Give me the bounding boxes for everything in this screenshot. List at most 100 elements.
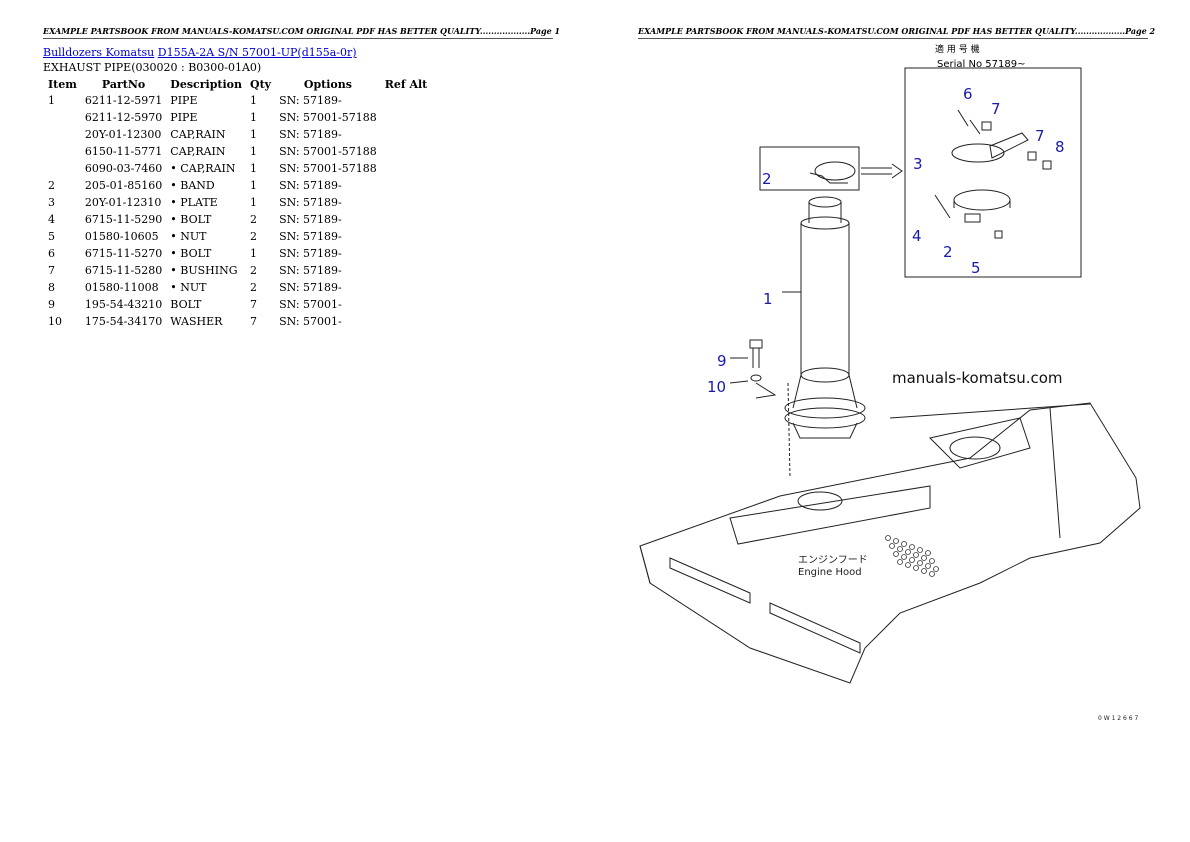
- cell-description: PIPE: [170, 94, 198, 107]
- col-header-description: Description: [170, 77, 242, 91]
- cell-partno: 01580-10605: [84, 230, 159, 243]
- cell-options: SN: 57189-: [279, 230, 342, 243]
- callout-5: 5: [971, 259, 981, 277]
- cell-partno: 01580-11008: [84, 281, 159, 294]
- engine-hood-outline: [639, 402, 1141, 684]
- cell-qty: 2: [250, 213, 257, 226]
- col-header-item: Item: [48, 77, 77, 91]
- cell-options: SN: 57001-57188: [279, 111, 377, 124]
- cell-description: • NUT: [170, 281, 207, 294]
- cap-callout-box: [759, 146, 860, 191]
- pipe-flange: [784, 397, 866, 419]
- cell-partno: 195-54-43210: [84, 298, 163, 311]
- inset-box: [904, 67, 1082, 278]
- cell-qty: 1: [250, 247, 257, 260]
- cell-item: [44, 143, 81, 160]
- cell-options: SN: 57001-57188: [279, 162, 377, 175]
- breadcrumb-link-category[interactable]: Bulldozers Komatsu: [43, 46, 155, 59]
- cell-ref-alt: [381, 262, 432, 279]
- parts-diagram-svg: 適 用 号 機 Serial No 57189~ 1 2 2 3 4 5 6 7…: [639, 43, 1141, 722]
- cell-item: [44, 109, 81, 126]
- pipe-top: [808, 196, 842, 208]
- col-header-partno: PartNo: [101, 77, 146, 91]
- cell-partno: 6150-11-5771: [84, 145, 163, 158]
- callout-2-left: 2: [762, 170, 772, 188]
- cell-qty: 1: [250, 111, 257, 124]
- cell-item: 2: [48, 179, 55, 192]
- cell-item: 10: [48, 315, 62, 328]
- cell-item: 1: [48, 94, 55, 107]
- callout-9: 9: [717, 352, 727, 370]
- table-row: 8 01580-11008 • NUT 2 SN: 57189-: [44, 279, 431, 296]
- cell-description: • CAP,RAIN: [170, 162, 236, 175]
- cell-qty: 1: [250, 145, 257, 158]
- cell-item: [44, 126, 81, 143]
- nut-5-shape: [994, 230, 1003, 239]
- page1-header: EXAMPLE PARTSBOOK FROM MANUALS-KOMATSU.C…: [43, 26, 560, 39]
- cell-qty: 1: [250, 179, 257, 192]
- cell-description: • BOLT: [170, 213, 212, 226]
- cell-qty: 2: [250, 281, 257, 294]
- cell-partno: 6715-11-5290: [84, 213, 163, 226]
- band-shape: [953, 189, 1011, 211]
- callout-3: 3: [913, 155, 923, 173]
- callout-7-a: 7: [991, 100, 1001, 118]
- cell-description: CAP,RAIN: [170, 128, 226, 141]
- plate-shape: [951, 143, 1005, 163]
- breadcrumb-link-model[interactable]: D155A-2A S/N 57001-UP(d155a-0r): [157, 46, 357, 59]
- bolt-9-shape: [749, 339, 763, 349]
- cell-description: PIPE: [170, 111, 198, 124]
- cell-item: 6: [48, 247, 55, 260]
- hood-label-jp: エンジンフード: [798, 555, 868, 566]
- cell-item: 5: [48, 230, 55, 243]
- cell-ref-alt: [381, 279, 432, 296]
- cell-ref-alt: [381, 211, 432, 228]
- cell-partno: 6090-03-7460: [84, 162, 163, 175]
- cell-qty: 7: [250, 298, 257, 311]
- cell-qty: 1: [250, 94, 257, 107]
- cell-description: • BUSHING: [170, 264, 238, 277]
- cell-item: 7: [48, 264, 55, 277]
- cell-options: SN: 57189-: [279, 281, 342, 294]
- cell-item: 8: [48, 281, 55, 294]
- callout-7-b: 7: [1035, 127, 1045, 145]
- band-clamp-shape: [964, 213, 981, 223]
- col-header-options: Options: [303, 77, 352, 91]
- section-title: EXHAUST PIPE(030020 : B0300-01A0): [43, 61, 262, 74]
- cell-options: SN: 57001-: [279, 298, 342, 311]
- callout-8: 8: [1055, 138, 1065, 156]
- cell-ref-alt: [381, 245, 432, 262]
- cell-ref-alt: [381, 160, 432, 177]
- col-header-ref-alt: Ref Alt: [384, 77, 428, 91]
- cell-item: 3: [48, 196, 55, 209]
- washer-10-shape: [750, 374, 762, 382]
- hood-panel: [729, 485, 931, 545]
- cell-ref-alt: [381, 109, 432, 126]
- cell-ref-alt: [381, 92, 432, 109]
- breadcrumb: Bulldozers Komatsu D155A-2A S/N 57001-UP…: [43, 46, 357, 59]
- cell-description: • PLATE: [170, 196, 218, 209]
- cell-partno: 205-01-85160: [84, 179, 163, 192]
- callout-6: 6: [963, 85, 973, 103]
- cell-options: SN: 57189-: [279, 196, 342, 209]
- hood-slot-right: [769, 602, 861, 654]
- parts-diagram: 適 用 号 機 Serial No 57189~ 1 2 2 3 4 5 6 7…: [630, 38, 1190, 738]
- cell-options: SN: 57001-: [279, 315, 342, 328]
- page2-header: EXAMPLE PARTSBOOK FROM MANUALS-KOMATSU.C…: [638, 26, 1155, 39]
- flap-shape: [989, 132, 1029, 159]
- callout-1: 1: [763, 290, 773, 308]
- bushing-shape: [981, 121, 992, 131]
- cell-partno: 6211-12-5971: [84, 94, 163, 107]
- hood-slot-left: [669, 557, 751, 604]
- cell-ref-alt: [381, 177, 432, 194]
- cell-qty: 1: [250, 196, 257, 209]
